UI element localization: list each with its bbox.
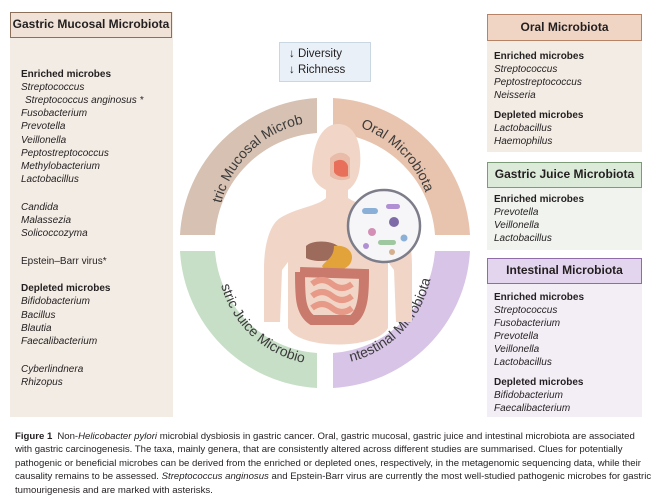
caption-line: tumourigenesis and are marked with aster… bbox=[15, 484, 213, 496]
intestine-icon bbox=[295, 267, 370, 325]
taxon: Lactobacillus bbox=[494, 123, 552, 134]
caption-text: microbial dysbiosis in gastric cancer. O… bbox=[157, 431, 635, 442]
depleted-heading: Depleted microbes bbox=[494, 377, 584, 388]
depleted-heading: Depleted microbes bbox=[494, 110, 584, 121]
taxon: Bacillus bbox=[21, 310, 56, 321]
caption-text: Non- bbox=[57, 431, 79, 442]
diversity-richness-box: ↓ Diversity ↓ Richness bbox=[279, 42, 371, 82]
gastric-juice-panel-title: Gastric Juice Microbiota bbox=[487, 162, 642, 188]
fungus: Cyberlindnera bbox=[21, 364, 84, 375]
richness-label: ↓ Richness bbox=[289, 64, 346, 76]
caption-line: causality remains to be assessed. Strept… bbox=[15, 470, 651, 483]
gastric-mucosal-panel: Gastric Mucosal Microbiota Enriched micr… bbox=[10, 12, 173, 417]
taxon: Peptostreptococcus bbox=[494, 77, 582, 88]
taxon: Streptococcus bbox=[494, 64, 558, 75]
taxon: Lactobacillus bbox=[21, 174, 79, 185]
taxon: Fusobacterium bbox=[494, 318, 561, 329]
taxon: Methylobacterium bbox=[21, 161, 100, 172]
fungus: Candida bbox=[21, 202, 59, 213]
fungus: Rhizopus bbox=[21, 377, 63, 388]
figure-caption: Figure 1 Non-Helicobacter pylori microbia… bbox=[15, 430, 651, 497]
gastric-mucosal-ring-label: Gastric Mucosal Microbiota bbox=[0, 0, 304, 204]
taxon: Blautia bbox=[21, 323, 52, 334]
magnified-bacteria-icon bbox=[346, 188, 422, 264]
figure-label: Figure 1 bbox=[15, 431, 53, 442]
oral-panel-title: Oral Microbiota bbox=[487, 14, 642, 41]
taxon: Faecalibacterium bbox=[494, 403, 571, 414]
caption-line: Figure 1 Non-Helicobacter pylori microbia… bbox=[15, 430, 651, 443]
taxon: Streptococcus anginosus * bbox=[25, 95, 144, 106]
taxon: Prevotella bbox=[494, 207, 539, 218]
gastric-mucosal-quadrant bbox=[180, 98, 317, 235]
taxon: Fusobacterium bbox=[21, 108, 88, 119]
gastric-mucosal-panel-title: Gastric Mucosal Microbiota bbox=[10, 12, 172, 38]
stomach-icon bbox=[306, 241, 353, 272]
gastric-juice-quadrant bbox=[180, 251, 317, 388]
taxon: Veillonella bbox=[494, 344, 540, 355]
caption-text: causality remains to be assessed. bbox=[15, 471, 162, 483]
taxon: Lactobacillus bbox=[494, 233, 552, 244]
taxon: Faecalibacterium bbox=[21, 336, 98, 347]
taxon: Peptostreptococcus bbox=[21, 148, 109, 159]
taxon: Prevotella bbox=[21, 121, 66, 132]
virus: Epstein–Barr virus* bbox=[21, 256, 107, 267]
taxon: Veillonella bbox=[494, 220, 540, 231]
oral-panel: Oral Microbiota Enriched microbes Strept… bbox=[487, 14, 642, 152]
taxon: Haemophilus bbox=[494, 136, 553, 147]
taxon: Bifidobacterium bbox=[21, 296, 90, 307]
taxon: Veillonella bbox=[21, 135, 67, 146]
enriched-heading: Enriched microbes bbox=[494, 194, 585, 205]
taxon: Prevotella bbox=[494, 331, 539, 342]
depleted-heading: Depleted microbes bbox=[21, 283, 111, 294]
taxon: Neisseria bbox=[494, 90, 536, 101]
taxon: Streptococcus bbox=[21, 82, 85, 93]
fungus: Malassezia bbox=[21, 215, 72, 226]
taxon: Streptococcus bbox=[494, 305, 558, 316]
taxon: Bifidobacterium bbox=[494, 390, 563, 401]
enriched-heading: Enriched microbes bbox=[494, 51, 585, 62]
enriched-heading: Enriched microbes bbox=[494, 292, 585, 303]
oral-quadrant bbox=[333, 98, 470, 235]
caption-italic: Helicobacter pylori bbox=[78, 431, 158, 442]
caption-line: pathogenic or beneficial microbes can be… bbox=[15, 457, 641, 469]
caption-text: and Epstein-Barr virus are currently the… bbox=[268, 471, 652, 483]
intestinal-panel: Intestinal Microbiota Enriched microbes … bbox=[487, 258, 642, 417]
intestinal-panel-title: Intestinal Microbiota bbox=[487, 258, 642, 284]
enriched-heading: Enriched microbes bbox=[21, 69, 112, 80]
fungus: Solicoccozyma bbox=[21, 228, 88, 239]
intestinal-quadrant bbox=[333, 251, 470, 388]
caption-italic: Streptococcus anginosus bbox=[161, 471, 269, 483]
caption-line: with gastric carcinogenesis. The taxa, m… bbox=[15, 444, 623, 456]
gastric-juice-ring-label: Gastric Juice Microbiota bbox=[0, 0, 307, 366]
gastric-juice-panel: Gastric Juice Microbiota Enriched microb… bbox=[487, 162, 642, 250]
diversity-label: ↓ Diversity bbox=[289, 48, 343, 60]
taxon: Lactobacillus bbox=[494, 357, 552, 368]
